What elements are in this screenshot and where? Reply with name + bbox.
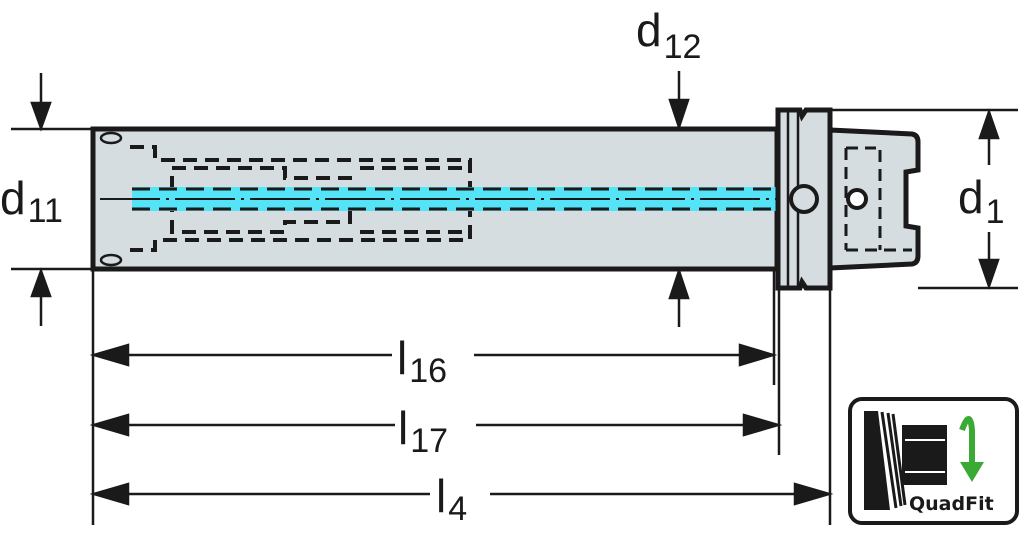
- l16-dimension: [89, 343, 778, 367]
- quadfit-clamp-icon: [864, 411, 947, 510]
- flange-collar: [775, 107, 833, 291]
- l16-label: l16: [397, 332, 447, 390]
- d12-label: d12: [636, 4, 701, 66]
- rotate-arrow-icon: [959, 416, 984, 482]
- l4-dimension: [89, 482, 834, 506]
- quadfit-label: QuadFit: [909, 493, 994, 515]
- coolant-channel: [100, 187, 800, 211]
- extension-lines: [11, 108, 1018, 525]
- quadfit-badge: QuadFit: [848, 397, 1019, 525]
- d1-label: d1: [958, 171, 1005, 231]
- d11-arrows: [30, 73, 52, 326]
- quadfit-taper: [827, 127, 921, 271]
- internal-hidden-lines: [130, 145, 472, 252]
- d12-arrows: [668, 71, 690, 327]
- screw-icons: [99, 131, 123, 267]
- l17-label: l17: [398, 402, 448, 460]
- l4-label: l4: [436, 470, 467, 528]
- d11-label: d11: [0, 172, 63, 230]
- l17-dimension: [89, 413, 783, 437]
- d1-arrows: [978, 108, 1000, 290]
